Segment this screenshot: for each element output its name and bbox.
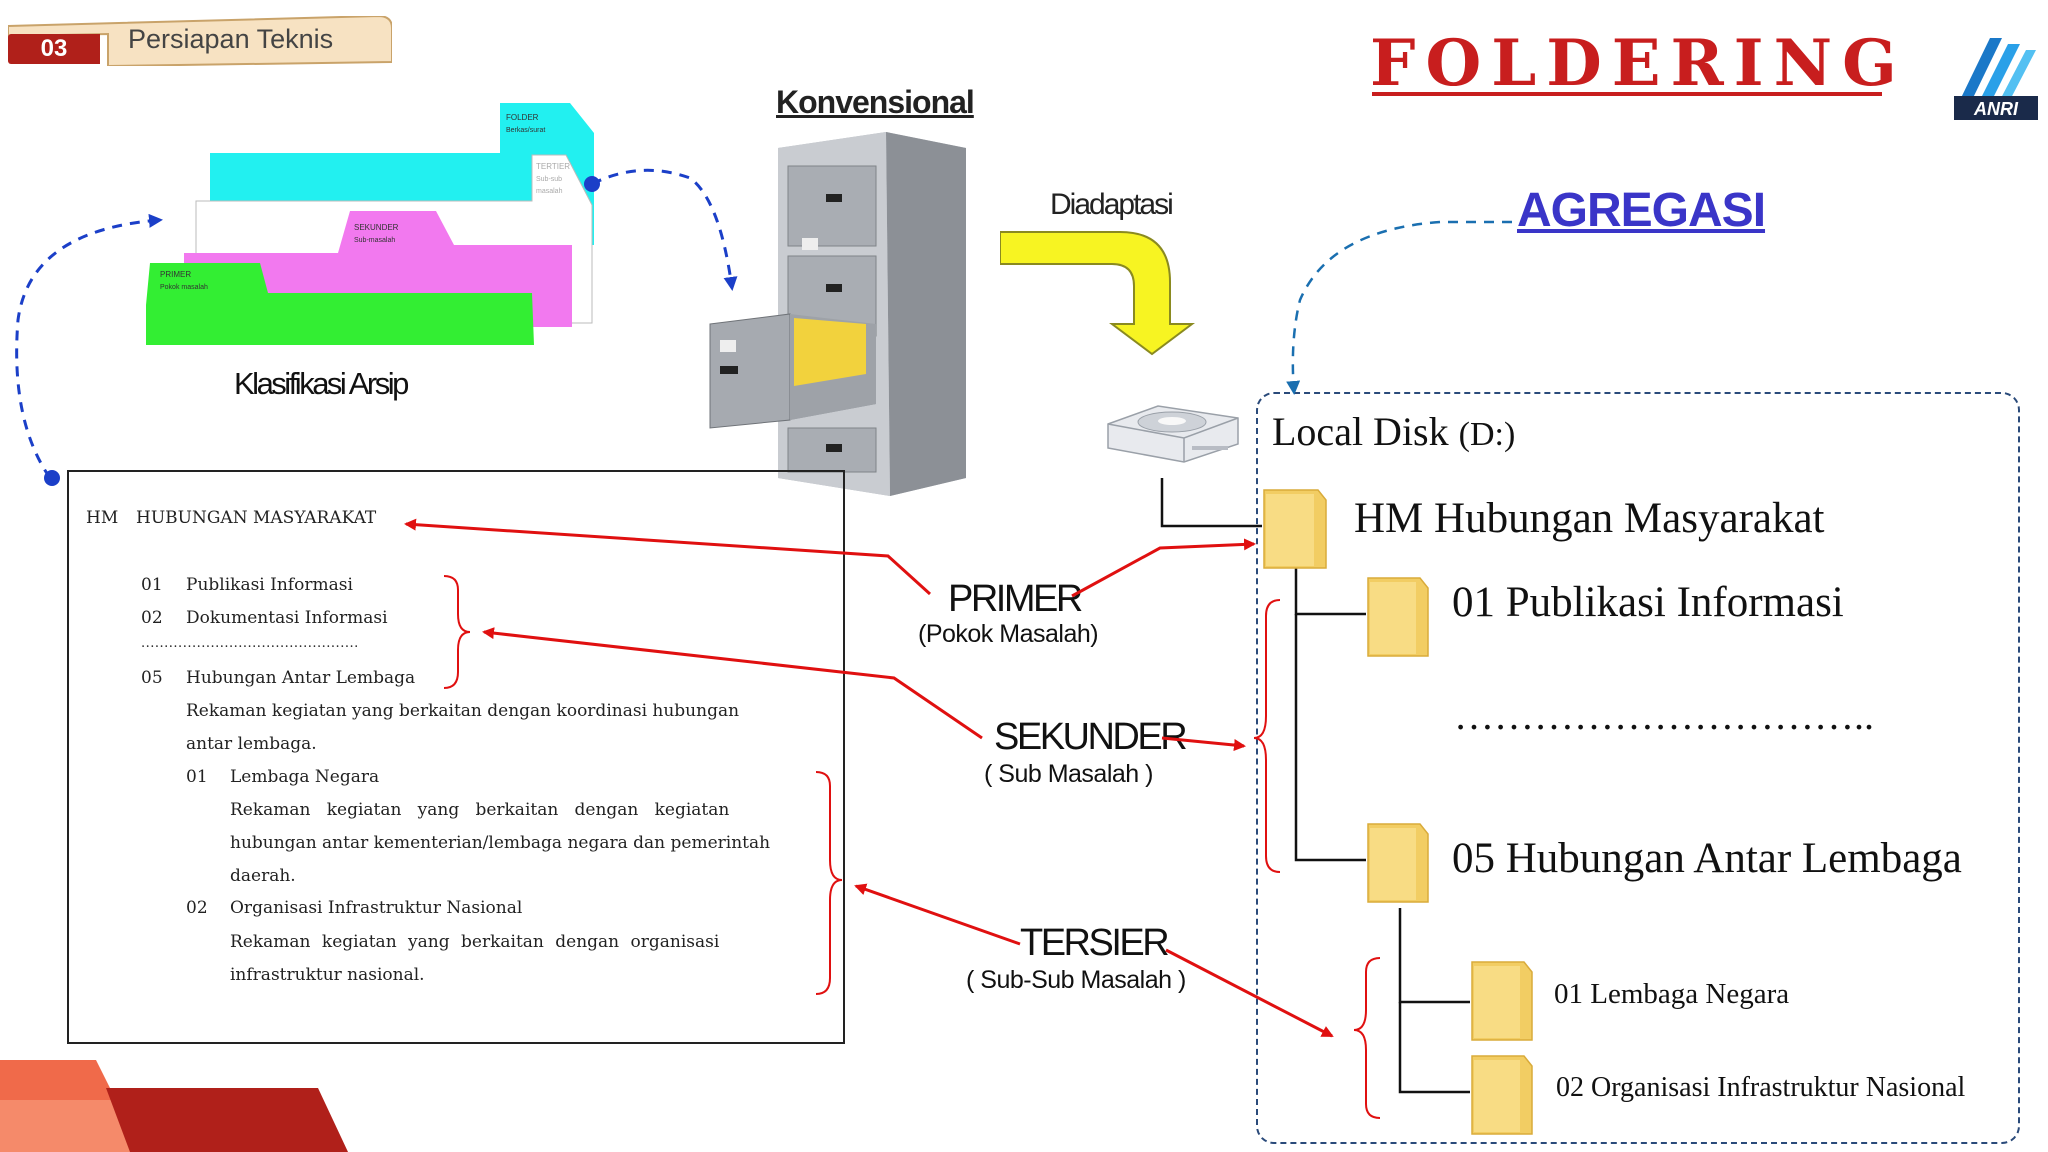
hard-disk-icon bbox=[1107, 405, 1239, 463]
anri-logo-text: ANRI bbox=[1973, 99, 2019, 119]
dashed-connector bbox=[15, 213, 163, 479]
doc-heading: HUBUNGAN MASYARAKAT bbox=[136, 508, 377, 528]
tertier-tab-label: TERTIER bbox=[536, 162, 570, 171]
title-underline bbox=[1372, 92, 1882, 96]
section-label: Persiapan Teknis bbox=[128, 24, 334, 54]
tree-grandchild-label[interactable]: 01 Lembaga Negara bbox=[1554, 978, 1790, 1010]
decorative-corner bbox=[106, 1088, 348, 1152]
agregasi-link[interactable]: AGREGASI bbox=[1517, 184, 1766, 237]
page-title: FOLDERING bbox=[1370, 26, 1907, 101]
doc-desc-line: hubungan antar kementerian/lembaga negar… bbox=[230, 833, 771, 853]
primer-tab-sub: Pokok masalah bbox=[160, 284, 208, 291]
connector-dot bbox=[44, 470, 60, 486]
level-sekunder-sub: ( Sub Masalah ) bbox=[984, 760, 1153, 788]
classification-folders-illustration: FOLDER Berkas/surat TERTIER Sub-sub masa… bbox=[146, 103, 594, 345]
decorative-corner bbox=[0, 1100, 140, 1152]
doc-sub-code: 01 bbox=[186, 767, 208, 787]
konvensional-label: Konvensional bbox=[776, 84, 975, 120]
tertier-tab-sub1: Sub-sub bbox=[536, 176, 562, 183]
doc-item-code: 05 bbox=[141, 668, 163, 688]
tertier-tab-sub2: masalah bbox=[536, 188, 563, 195]
doc-item-label: Dokumentasi Informasi bbox=[186, 608, 388, 628]
tree-grandchild-label[interactable]: 02 Organisasi Infrastruktur Nasional bbox=[1556, 1072, 1966, 1103]
anri-logo: ANRI bbox=[1954, 38, 2038, 120]
level-tersier-sub: ( Sub-Sub Masalah ) bbox=[966, 966, 1186, 994]
doc-desc-line: daerah. bbox=[230, 866, 296, 886]
level-tersier: TERSIER bbox=[1020, 922, 1170, 964]
diadaptasi-label: Diadaptasi bbox=[1050, 188, 1174, 221]
sekunder-tab-label: SEKUNDER bbox=[354, 223, 399, 232]
tree-ellipsis: ………………………….. bbox=[1454, 693, 1874, 738]
doc-item-code: 02 bbox=[141, 608, 163, 628]
level-primer-sub: (Pokok Masalah) bbox=[918, 620, 1099, 648]
tree-child-label[interactable]: 05 Hubungan Antar Lembaga bbox=[1452, 835, 1962, 882]
section-number: 03 bbox=[8, 34, 100, 64]
doc-desc-line: Rekaman kegiatan yang berkaitan dengan k… bbox=[230, 800, 730, 820]
dashed-connector bbox=[1286, 220, 1512, 395]
doc-item-label: Hubungan Antar Lembaga bbox=[186, 668, 416, 688]
folder-tab-label: FOLDER bbox=[506, 113, 539, 122]
classification-document bbox=[67, 470, 845, 1044]
tree-child-label[interactable]: 01 Publikasi Informasi bbox=[1452, 579, 1844, 626]
adapt-arrow-icon bbox=[1000, 231, 1195, 356]
filing-cabinet-icon bbox=[709, 132, 966, 496]
tree-root-label[interactable]: HM Hubungan Masyarakat bbox=[1354, 495, 1825, 542]
doc-sub-code: 02 bbox=[186, 898, 208, 918]
doc-sub-label: Organisasi Infrastruktur Nasional bbox=[230, 898, 523, 918]
doc-desc-line: antar lembaga. bbox=[186, 734, 317, 754]
doc-desc-line: Rekaman kegiatan yang berkaitan dengan o… bbox=[230, 932, 720, 952]
decorative-corner bbox=[0, 1060, 116, 1100]
doc-dots: ........................................… bbox=[141, 636, 359, 651]
doc-sub-label: Lembaga Negara bbox=[230, 767, 380, 787]
klasifikasi-label: Klasifikasi Arsip bbox=[234, 366, 409, 401]
doc-desc-line: Rekaman kegiatan yang berkaitan dengan k… bbox=[186, 701, 740, 721]
section-tab bbox=[8, 16, 392, 66]
disk-title: Local Disk (D:) bbox=[1272, 409, 1516, 454]
doc-desc-line: infrastruktur nasional. bbox=[230, 965, 425, 985]
level-sekunder: SEKUNDER bbox=[994, 716, 1188, 758]
folder-green bbox=[146, 263, 534, 345]
primer-arrow-right bbox=[1071, 538, 1256, 598]
doc-item-label: Publikasi Informasi bbox=[186, 575, 353, 595]
primer-tab-label: PRIMER bbox=[160, 270, 191, 279]
sekunder-tab-sub: Sub-masalah bbox=[354, 237, 395, 244]
doc-heading-code: HM bbox=[86, 508, 119, 528]
tersier-arrow-left bbox=[854, 883, 1021, 946]
folder-tab-sub: Berkas/surat bbox=[506, 127, 545, 134]
tree-line bbox=[1160, 478, 1262, 528]
doc-item-code: 01 bbox=[141, 575, 163, 595]
level-primer: PRIMER bbox=[948, 578, 1083, 620]
